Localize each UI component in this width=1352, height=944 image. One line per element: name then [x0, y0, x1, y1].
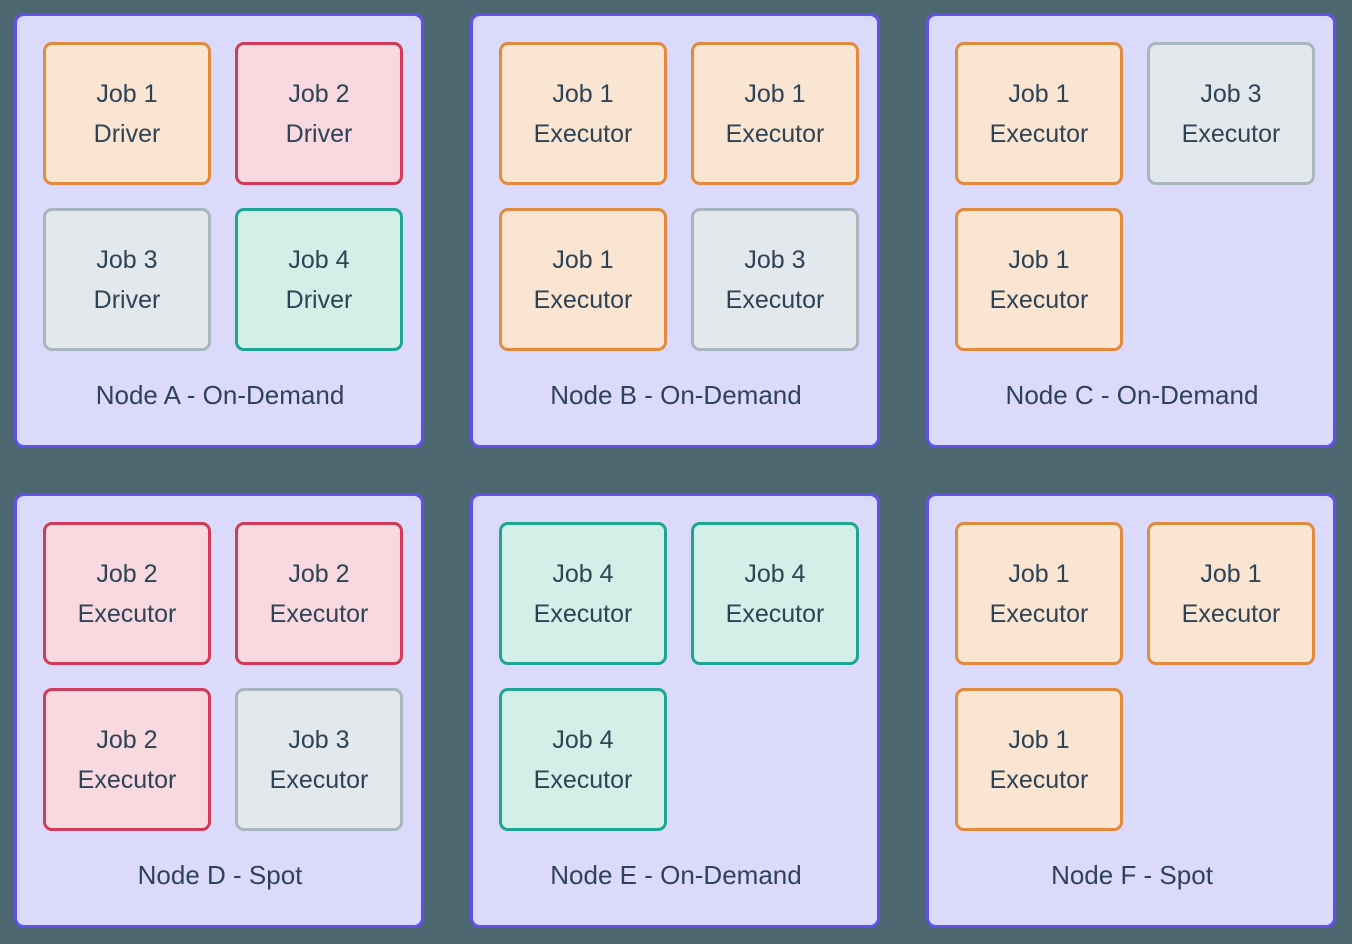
job-title: Job 2: [96, 559, 158, 588]
job-title: Job 3: [288, 725, 350, 754]
job-title: Job 1: [1008, 245, 1070, 274]
job-box: Job 1 Executor: [955, 522, 1123, 665]
node-b-job-grid: Job 1 Executor Job 1 Executor Job 1 Exec…: [499, 42, 859, 351]
job-role: Driver: [285, 285, 353, 314]
job-role: Executor: [989, 285, 1089, 314]
job-box: Job 3 Driver: [43, 208, 211, 351]
node-d-job-grid: Job 2 Executor Job 2 Executor Job 2 Exec…: [43, 522, 403, 831]
job-title: Job 1: [744, 79, 806, 108]
job-box: Job 1 Executor: [955, 688, 1123, 831]
job-title: Job 1: [552, 79, 614, 108]
job-box: Job 4 Executor: [691, 522, 859, 665]
job-role: Executor: [725, 119, 825, 148]
job-role: Executor: [533, 599, 633, 628]
job-title: Job 2: [96, 725, 158, 754]
node-a-label: Node A - On-Demand: [95, 379, 345, 410]
job-role: Executor: [1181, 599, 1281, 628]
job-title: Job 3: [1200, 79, 1262, 108]
node-a-job-grid: Job 1 Driver Job 2 Driver Job 3 Driver J…: [43, 42, 403, 351]
job-title: Job 1: [1008, 559, 1070, 588]
job-role: Executor: [533, 285, 633, 314]
node-e-job-grid: Job 4 Executor Job 4 Executor Job 4 Exec…: [499, 522, 859, 831]
job-box: Job 2 Driver: [235, 42, 403, 185]
job-role: Executor: [1181, 119, 1281, 148]
node-e-card: Job 4 Executor Job 4 Executor Job 4 Exec…: [470, 493, 880, 928]
job-role: Driver: [93, 285, 161, 314]
job-title: Job 4: [744, 559, 806, 588]
job-title: Job 1: [1008, 725, 1070, 754]
node-f-job-grid: Job 1 Executor Job 1 Executor Job 1 Exec…: [955, 522, 1315, 831]
job-title: Job 1: [1200, 559, 1262, 588]
job-role: Executor: [533, 765, 633, 794]
job-box: Job 2 Executor: [43, 688, 211, 831]
job-role: Executor: [989, 599, 1089, 628]
job-box: Job 4 Executor: [499, 688, 667, 831]
job-box: Job 3 Executor: [1147, 42, 1315, 185]
node-c-job-grid: Job 1 Executor Job 3 Executor Job 1 Exec…: [955, 42, 1315, 351]
job-title: Job 1: [1008, 79, 1070, 108]
job-box: Job 4 Driver: [235, 208, 403, 351]
node-f-card: Job 1 Executor Job 1 Executor Job 1 Exec…: [926, 493, 1336, 928]
node-c-label: Node C - On-Demand: [1005, 379, 1259, 410]
job-box: Job 3 Executor: [235, 688, 403, 831]
job-box: Job 1 Executor: [955, 42, 1123, 185]
job-box: Job 1 Executor: [691, 42, 859, 185]
node-d-card: Job 2 Executor Job 2 Executor Job 2 Exec…: [14, 493, 424, 928]
job-box: Job 1 Executor: [955, 208, 1123, 351]
job-role: Driver: [285, 119, 353, 148]
node-b-label: Node B - On-Demand: [550, 379, 802, 410]
job-role: Executor: [533, 119, 633, 148]
job-role: Executor: [725, 599, 825, 628]
job-title: Job 4: [552, 559, 614, 588]
node-a-card: Job 1 Driver Job 2 Driver Job 3 Driver J…: [14, 13, 424, 448]
node-d-label: Node D - Spot: [137, 859, 303, 890]
job-box: Job 1 Executor: [499, 42, 667, 185]
job-role: Executor: [989, 119, 1089, 148]
job-box: Job 2 Executor: [43, 522, 211, 665]
job-role: Executor: [269, 599, 369, 628]
job-title: Job 4: [552, 725, 614, 754]
node-f-label: Node F - Spot: [1051, 859, 1213, 890]
job-title: Job 2: [288, 559, 350, 588]
job-role: Driver: [93, 119, 161, 148]
job-box: Job 3 Executor: [691, 208, 859, 351]
job-role: Executor: [77, 599, 177, 628]
node-c-card: Job 1 Executor Job 3 Executor Job 1 Exec…: [926, 13, 1336, 448]
node-e-label: Node E - On-Demand: [550, 859, 802, 890]
job-role: Executor: [269, 765, 369, 794]
job-box: Job 4 Executor: [499, 522, 667, 665]
job-box: Job 1 Executor: [499, 208, 667, 351]
job-box: Job 2 Executor: [235, 522, 403, 665]
job-role: Executor: [989, 765, 1089, 794]
job-box: Job 1 Driver: [43, 42, 211, 185]
job-role: Executor: [77, 765, 177, 794]
job-box: Job 1 Executor: [1147, 522, 1315, 665]
job-title: Job 1: [552, 245, 614, 274]
job-title: Job 1: [96, 79, 158, 108]
node-b-card: Job 1 Executor Job 1 Executor Job 1 Exec…: [470, 13, 880, 448]
job-role: Executor: [725, 285, 825, 314]
job-title: Job 4: [288, 245, 350, 274]
job-title: Job 3: [744, 245, 806, 274]
job-title: Job 2: [288, 79, 350, 108]
job-title: Job 3: [96, 245, 158, 274]
